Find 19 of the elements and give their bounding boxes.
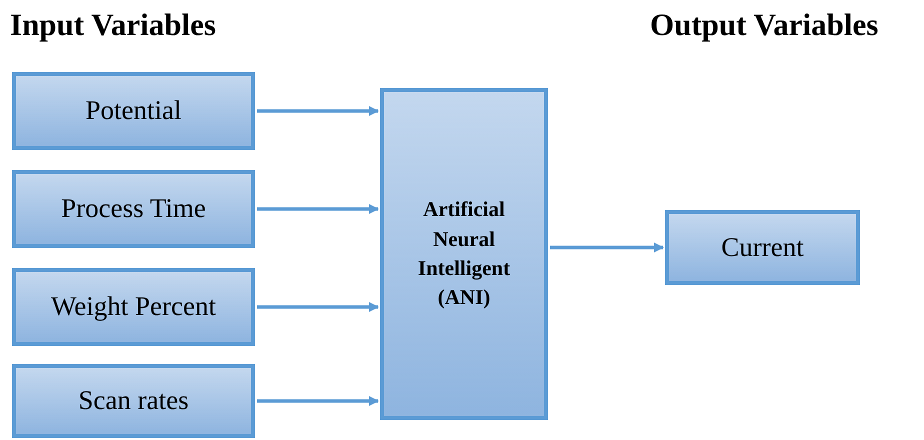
variable-box xyxy=(12,364,255,438)
box-label: Weight Percent xyxy=(50,290,216,324)
arrow xyxy=(257,396,379,406)
arrow xyxy=(257,106,379,116)
box-label: Potential xyxy=(86,94,182,128)
box-label: Process Time xyxy=(61,192,206,226)
arrow xyxy=(550,242,664,252)
box-label: Current xyxy=(721,230,804,264)
variable-box xyxy=(12,268,255,346)
variable-box xyxy=(665,210,860,285)
model-box xyxy=(380,88,548,420)
section-heading: Input Variables xyxy=(10,6,216,44)
section-heading: Output Variables xyxy=(650,6,878,44)
variable-box xyxy=(12,72,255,150)
box-label: Artificial Neural Intelligent (ANI) xyxy=(416,196,512,312)
variable-box xyxy=(12,170,255,248)
arrow xyxy=(257,204,379,214)
box-label: Scan rates xyxy=(78,384,189,418)
arrow xyxy=(257,302,379,312)
